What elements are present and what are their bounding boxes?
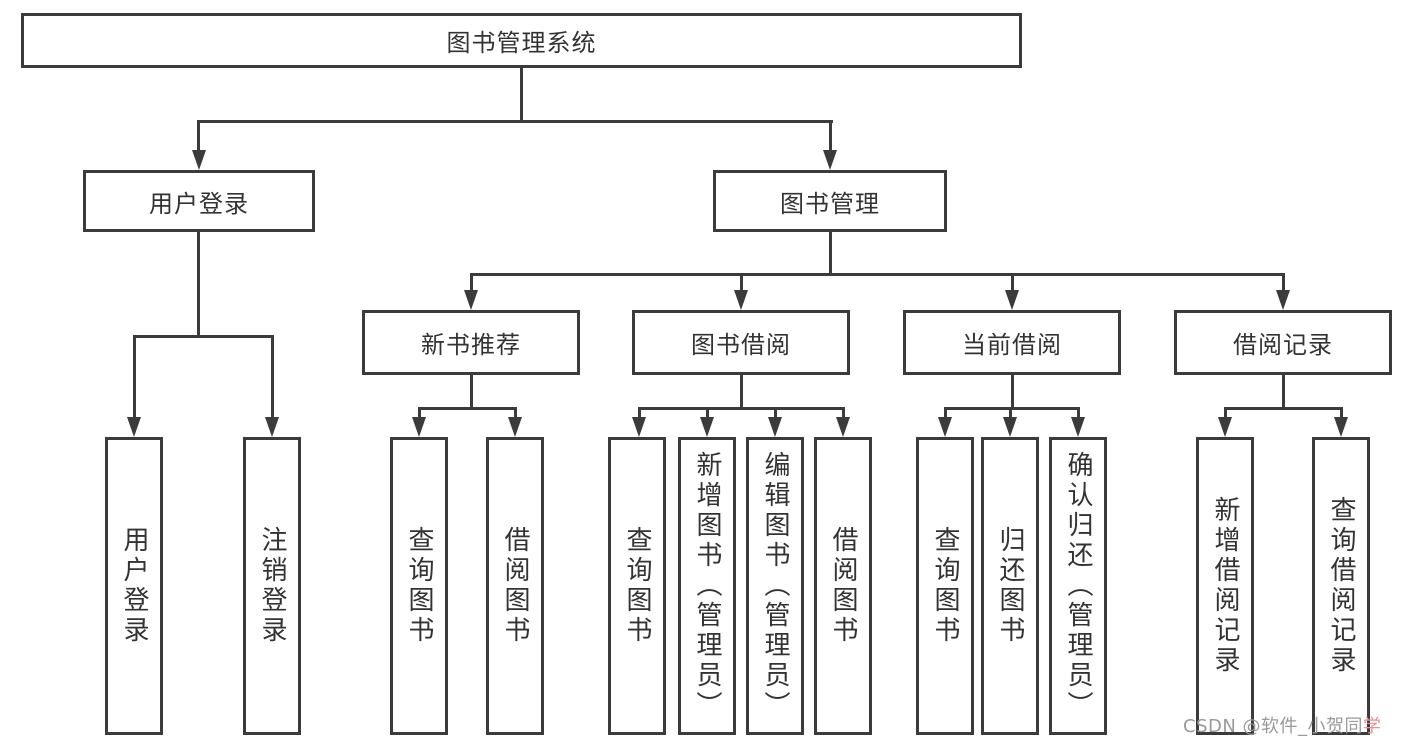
- node-label: 新书推荐: [421, 331, 521, 359]
- arrow-down-icon: [1218, 417, 1232, 437]
- arrow-down-icon: [1005, 290, 1019, 310]
- watermark-text: CSDN @软件_小贺同: [1183, 716, 1364, 737]
- arrow-down-icon: [265, 417, 279, 437]
- node-borrow-record: 借阅记录: [1174, 310, 1392, 375]
- node-book-borrow: 图书借阅: [632, 310, 850, 375]
- leaf-user-login: 用户登录: [105, 437, 163, 735]
- connector-stem: [740, 273, 743, 292]
- connector-stem: [1224, 407, 1227, 421]
- arrow-down-icon: [1003, 417, 1017, 437]
- connector-stem: [418, 407, 421, 421]
- arrow-down-icon: [768, 417, 782, 437]
- connector-stem: [514, 407, 517, 421]
- node-label: 图书管理系统: [446, 29, 597, 57]
- leaf-borrow-add-books-admin: 新增图书（管理员）: [678, 437, 736, 735]
- arrow-down-icon: [508, 417, 522, 437]
- leaf-new-book-borrow-books: 借阅图书: [486, 437, 544, 735]
- arrow-down-icon: [823, 150, 837, 170]
- node-current-borrow: 当前借阅: [903, 310, 1121, 375]
- leaf-label: 编辑图书（管理员）: [760, 451, 790, 721]
- connector-stem: [842, 407, 845, 421]
- leaf-label: 查询图书: [622, 526, 652, 646]
- leaf-label: 注销登录: [257, 526, 287, 646]
- leaf-label: 借阅图书: [500, 526, 530, 646]
- arrow-down-icon: [127, 417, 141, 437]
- arrow-down-icon: [734, 290, 748, 310]
- arrow-down-icon: [632, 417, 646, 437]
- connector-stem: [1077, 407, 1080, 421]
- connector-borrow-record-trunk: [1282, 375, 1285, 407]
- arrow-down-icon: [700, 417, 714, 437]
- leaf-new-book-query-books: 查询图书: [390, 437, 448, 735]
- leaf-label: 查询图书: [930, 526, 960, 646]
- connector-stem: [197, 120, 200, 152]
- connector-stem: [470, 273, 473, 292]
- leaf-label: 查询图书: [404, 526, 434, 646]
- leaf-borrow-query-books: 查询图书: [608, 437, 666, 735]
- connector-root-trunk: [520, 68, 523, 120]
- arrow-down-icon: [192, 150, 206, 170]
- node-label: 图书借阅: [691, 331, 791, 359]
- connector-stem: [774, 407, 777, 421]
- leaf-label: 借阅图书: [828, 526, 858, 646]
- node-label: 用户登录: [149, 189, 249, 218]
- arrow-down-icon: [836, 417, 850, 437]
- node-book-management: 图书管理: [713, 170, 947, 232]
- leaf-current-return-books: 归还图书: [981, 437, 1039, 735]
- node-label: 借阅记录: [1233, 331, 1333, 359]
- arrow-down-icon: [1071, 417, 1085, 437]
- node-new-book-recommend: 新书推荐: [362, 310, 580, 375]
- connector-stem: [1009, 407, 1012, 421]
- connector-new-book-branch: [418, 407, 517, 410]
- connector-user-login-branch: [133, 335, 274, 338]
- connector-stem: [1340, 407, 1343, 421]
- leaf-label: 归还图书: [995, 526, 1025, 646]
- leaf-label: 查询借阅记录: [1326, 496, 1356, 676]
- arrow-down-icon: [1334, 417, 1348, 437]
- connector-stem: [133, 335, 136, 419]
- node-label: 当前借阅: [962, 331, 1062, 359]
- connector-stem: [1282, 273, 1285, 292]
- leaf-current-query-books: 查询图书: [916, 437, 974, 735]
- connector-stem: [829, 120, 832, 152]
- leaf-label: 确认归还（管理员）: [1063, 451, 1093, 721]
- connector-stem: [638, 407, 641, 421]
- leaf-label: 新增借阅记录: [1210, 496, 1240, 676]
- connector-current-borrow-branch: [944, 407, 1080, 410]
- connector-borrow-record-branch: [1224, 407, 1343, 410]
- leaf-record-query-borrow-record: 查询借阅记录: [1312, 437, 1370, 735]
- connector-stem: [944, 407, 947, 421]
- leaf-record-add-borrow-record: 新增借阅记录: [1196, 437, 1254, 735]
- connector-current-borrow-trunk: [1011, 375, 1014, 407]
- leaf-label: 用户登录: [119, 526, 149, 646]
- leaf-current-confirm-return-admin: 确认归还（管理员）: [1049, 437, 1107, 735]
- node-user-login: 用户登录: [83, 170, 315, 232]
- watermark-text-accent: 学: [1363, 716, 1382, 737]
- connector-book-mgmt-trunk: [829, 232, 832, 273]
- connector-user-login-trunk: [197, 232, 200, 335]
- leaf-borrow-borrow-books: 借阅图书: [814, 437, 872, 735]
- connector-root-branch: [197, 120, 833, 123]
- leaf-logout: 注销登录: [243, 437, 301, 735]
- connector-new-book-trunk: [470, 375, 473, 407]
- connector-stem: [1011, 273, 1014, 292]
- csdn-watermark: CSDN @软件_小贺同学: [1183, 712, 1382, 738]
- arrow-down-icon: [464, 290, 478, 310]
- connector-book-mgmt-branch: [470, 273, 1285, 276]
- arrow-down-icon: [938, 417, 952, 437]
- connector-stem: [271, 335, 274, 419]
- leaf-borrow-edit-books-admin: 编辑图书（管理员）: [746, 437, 804, 735]
- connector-book-borrow-trunk: [740, 375, 743, 407]
- node-label: 图书管理: [780, 189, 880, 218]
- arrow-down-icon: [1276, 290, 1290, 310]
- connector-stem: [706, 407, 709, 421]
- node-library-management-system: 图书管理系统: [21, 13, 1022, 68]
- connector-book-borrow-branch: [638, 407, 845, 410]
- leaf-label: 新增图书（管理员）: [692, 451, 722, 721]
- arrow-down-icon: [412, 417, 426, 437]
